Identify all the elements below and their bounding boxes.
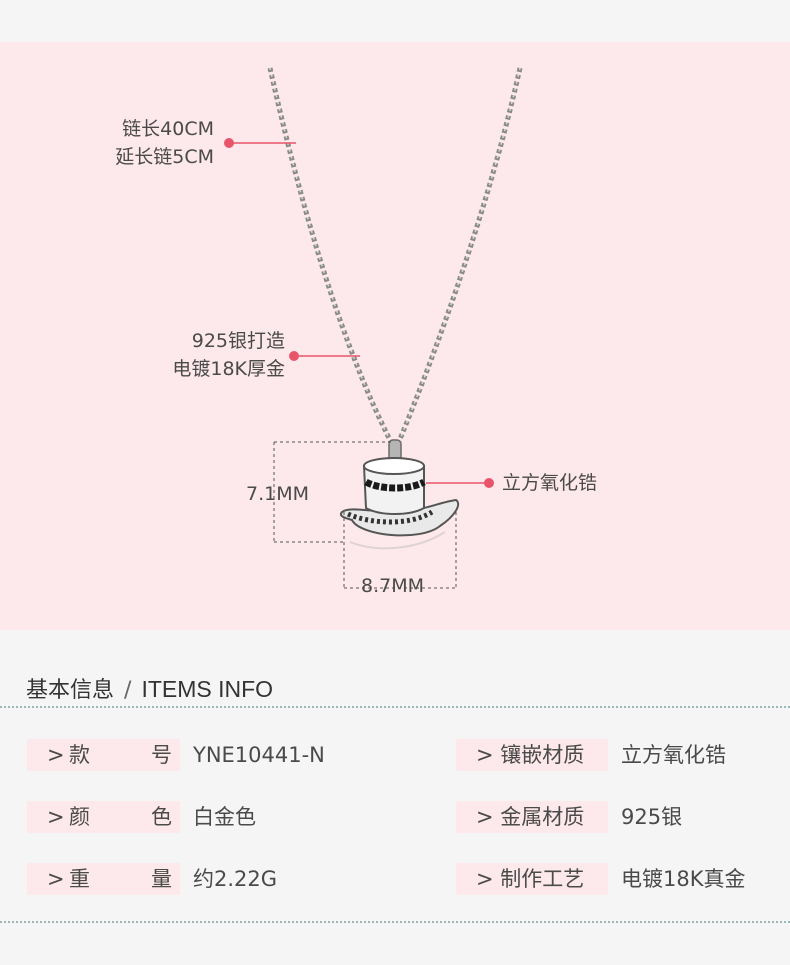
section-title-en: ITEMS INFO	[141, 676, 274, 702]
width-guide	[343, 512, 457, 589]
chain-length-callout: 链长40CM 延长链5CM	[115, 115, 214, 171]
spec-label-color: > 颜 色	[27, 801, 180, 833]
top-hat-pendant	[339, 457, 460, 550]
chain-length-text: 链长40CM	[122, 118, 214, 140]
spec-value-weight: 约2.22G	[193, 867, 278, 891]
divider-bottom	[0, 921, 790, 923]
spec-label-metal: > 金属材质	[456, 801, 608, 833]
spec-label-inlay: > 镶嵌材质	[456, 739, 608, 771]
spec-label-craft: > 制作工艺	[456, 863, 608, 895]
spec-value-inlay: 立方氧化锆	[621, 743, 726, 767]
spec-value-style-no: YNE10441-N	[193, 743, 325, 767]
extension-length-text: 延长链5CM	[115, 146, 214, 168]
spec-value-metal: 925银	[621, 805, 683, 829]
product-image-panel: 链长40CM 延长链5CM 925银打造 电镀18K厚金 立方氧化锆 7.1MM…	[0, 42, 790, 630]
spec-label-weight: > 重 量	[27, 863, 180, 895]
stone-callout: 立方氧化锆	[502, 472, 598, 494]
material-dot	[289, 351, 299, 361]
plating-text: 电镀18K厚金	[172, 358, 285, 380]
section-title-cn: 基本信息	[26, 678, 115, 703]
chain-left	[267, 67, 395, 446]
material-callout: 925银打造 电镀18K厚金	[172, 327, 285, 383]
spec-value-craft: 电镀18K真金	[621, 867, 746, 891]
height-guide	[273, 441, 392, 543]
necklace-illustration	[224, 67, 523, 589]
stone-dot	[484, 478, 494, 488]
width-dimension: 8.7MM	[361, 575, 425, 597]
chain-dot	[224, 138, 234, 148]
chain-right	[395, 67, 523, 445]
silver-text: 925银打造	[191, 330, 285, 352]
section-title-slash: /	[124, 678, 132, 703]
height-dimension: 7.1MM	[246, 483, 310, 505]
divider-top	[0, 706, 790, 708]
spec-value-color: 白金色	[193, 805, 256, 829]
section-title: 基本信息 / ITEMS INFO	[26, 672, 273, 704]
spec-label-style-no: > 款 号	[27, 739, 180, 771]
